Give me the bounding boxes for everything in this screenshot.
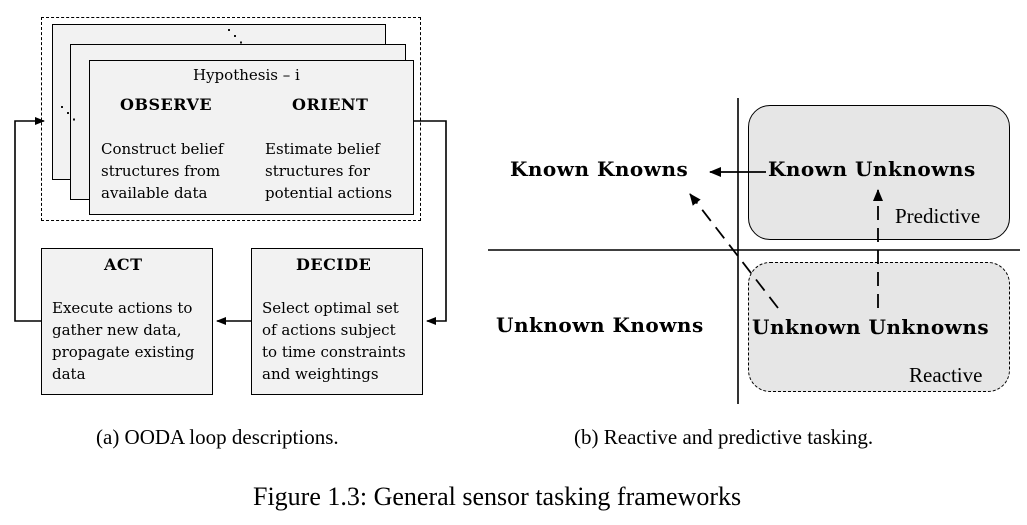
- orient-line-3: potential actions: [265, 184, 393, 202]
- label-reactive: Reactive: [909, 363, 983, 387]
- label-unknown-knowns: Unknown Knowns: [496, 313, 704, 337]
- label-known-knowns: Known Knowns: [510, 157, 689, 181]
- orient-title: ORIENT: [292, 95, 369, 114]
- label-known-unknowns: Known Unknowns: [768, 157, 976, 181]
- figure-caption: Figure 1.3: General sensor tasking frame…: [253, 482, 742, 511]
- decide-box: [251, 248, 423, 395]
- decide-line-3: to time constraints: [262, 343, 406, 361]
- act-title: ACT: [104, 255, 143, 274]
- caption-a: (a) OODA loop descriptions.: [96, 425, 339, 449]
- arrow-unknown-unknowns-to-known-knowns: [689, 193, 779, 309]
- label-unknown-unknowns: Unknown Unknowns: [752, 315, 990, 339]
- reactive-region: [748, 262, 1010, 392]
- decide-line-1: Select optimal set: [262, 299, 399, 317]
- hypothesis-label: Hypothesis – i: [193, 66, 300, 84]
- orient-line-2: structures for: [265, 162, 370, 180]
- orient-line-1: Estimate belief: [265, 140, 380, 158]
- act-line-4: data: [52, 365, 86, 383]
- caption-b: (b) Reactive and predictive tasking.: [574, 425, 874, 449]
- act-line-3: propagate existing: [52, 343, 195, 361]
- ooda-loop-arrows: [14, 117, 447, 325]
- arrow-orient-to-decide: [414, 120, 447, 325]
- act-line-1: Execute actions to: [52, 299, 193, 317]
- act-box: [41, 248, 213, 395]
- ellipsis-left: ⋱: [59, 103, 77, 124]
- observe-line-1: Construct belief: [101, 140, 224, 158]
- decide-line-2: of actions subject: [262, 321, 396, 339]
- quadrant-axes-and-arrows: [488, 98, 1020, 404]
- act-line-2: gather new data,: [52, 321, 182, 339]
- decide-title: DECIDE: [296, 255, 372, 274]
- hypothesis-card-front: [89, 60, 414, 215]
- predictive-region: [748, 105, 1010, 240]
- observe-line-3: available data: [101, 184, 208, 202]
- ellipsis-top: ⋱: [226, 26, 244, 47]
- label-predictive: Predictive: [895, 204, 981, 228]
- arrow-act-to-observe: [14, 117, 45, 322]
- observe-line-2: structures from: [101, 162, 221, 180]
- decide-line-4: and weightings: [262, 365, 379, 383]
- observe-title: OBSERVE: [120, 95, 213, 114]
